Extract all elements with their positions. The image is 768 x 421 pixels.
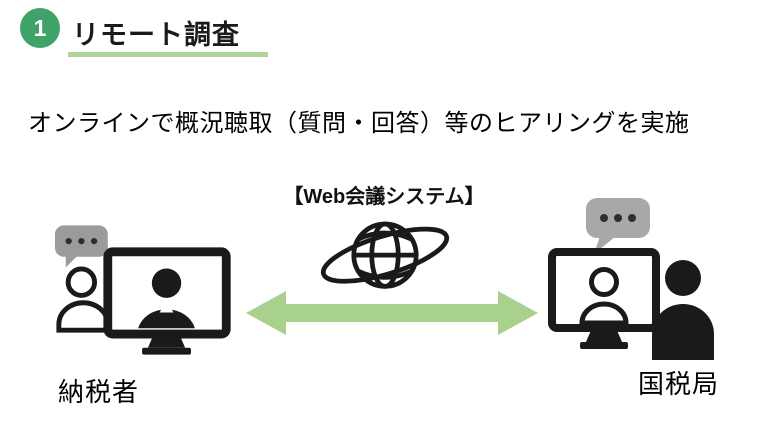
section-title: リモート調査 [72,20,240,50]
monitor-with-person-icon [103,247,231,355]
web-conference-system-label: 【Web会議システム】 [283,186,485,208]
tax-office-figure [548,196,716,368]
taxpayer-figure [52,222,238,360]
section-number-badge: 1 [20,8,60,48]
taxpayer-label: 納税者 [58,377,140,407]
title-underline [68,52,268,57]
person-outline-icon [56,266,111,333]
description-text: オンラインで概況聴取（質問・回答）等のヒアリングを実施 [28,110,690,137]
speech-bubble-icon [54,225,108,268]
tax-office-label: 国税局 [638,369,720,399]
section-number: 1 [33,14,47,41]
person-silhouette-icon [652,260,714,360]
monitor-with-person-icon [548,248,660,349]
globe-network-icon [312,206,458,310]
bidirectional-arrow-icon [246,290,538,336]
speech-bubble-icon [586,198,650,254]
